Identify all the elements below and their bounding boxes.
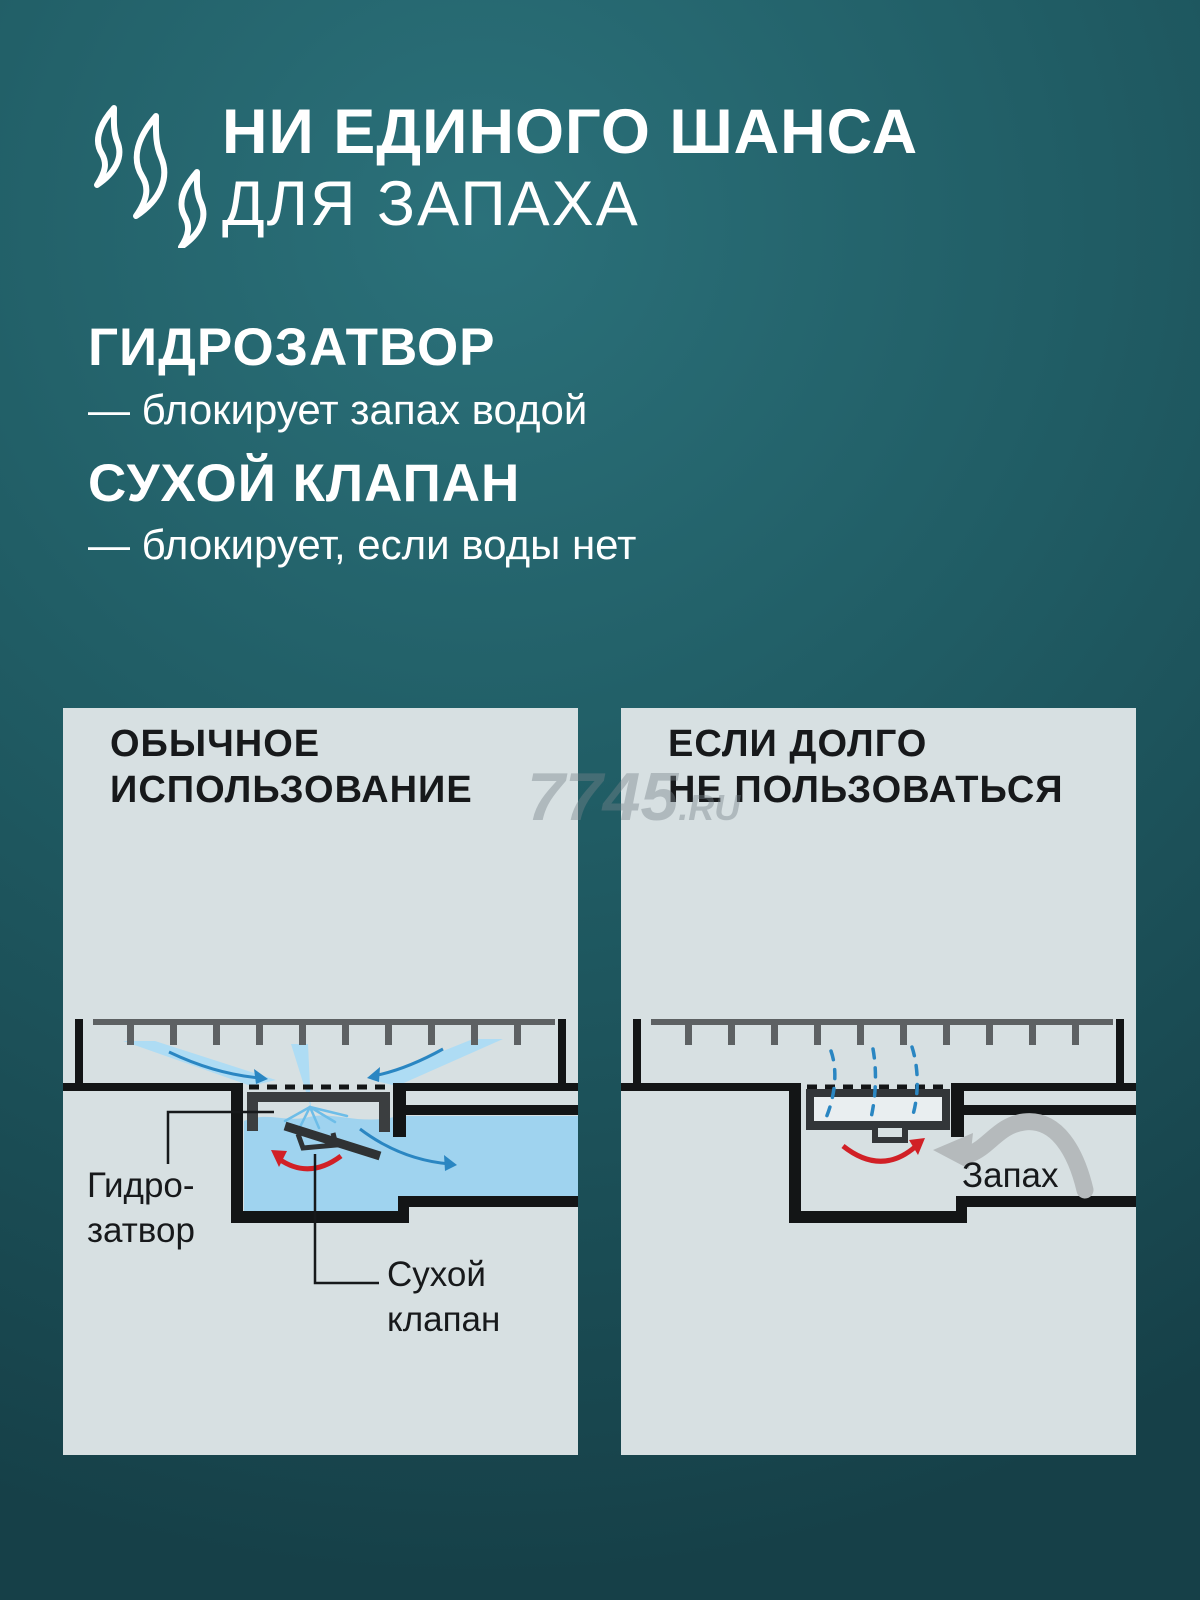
trap-bottom [231,1211,409,1223]
valve-tab-inner [878,1128,902,1137]
water-seal-label: затвор [87,1211,195,1250]
dry-valve-label: Сухой [387,1255,486,1294]
odor-arrow-head [933,1133,973,1169]
valve-swing-arrow [841,1144,917,1164]
outlet-channel-bottom [956,1196,1136,1207]
wall-left [75,1019,83,1089]
odor-arrow-body [961,1113,1094,1199]
wall-right [1116,1019,1124,1089]
valve-swing-arrowhead [909,1138,925,1155]
feature-water-seal-description: — блокирует запах водой [88,386,588,433]
dry-valve-leader-line [313,1154,379,1285]
floor-left [621,1083,799,1091]
trap-baffle [951,1083,964,1137]
trap-bottom [789,1211,967,1223]
flow-arrowheads [254,1067,457,1171]
steam-wave-right [178,169,207,250]
outlet-channel-step [956,1196,967,1223]
floor-right [951,1083,1136,1091]
floor-grate [93,1019,555,1045]
dry-valve-bracket [295,1132,340,1151]
wall-right [558,1019,566,1089]
wall-left [633,1019,641,1089]
watermark-suffix: .RU [678,787,741,828]
outlet-channel-top [406,1105,578,1115]
panel-title-line: ЕСЛИ ДОЛГО [668,723,928,765]
main-title-line-1: НИ ЕДИНОГО ШАНСА [222,97,919,167]
valve-box-inner [814,1097,942,1121]
trap-wall-left [789,1083,801,1221]
floor-grate [651,1019,1113,1045]
panel-long-idle-title: ЕСЛИ ДОЛГО НЕ ПОЛЬЗОВАТЬСЯ [668,721,1064,813]
water-stream-right [371,1039,503,1086]
panel-title-line: НЕ ПОЛЬЗОВАТЬСЯ [668,769,1064,811]
steam-wave-left [94,105,123,188]
grate-bar [651,1019,1113,1025]
grate-teeth [127,1025,521,1045]
water-seal-leader-line [166,1110,274,1164]
trap-wall-left [231,1083,243,1221]
outlet-channel-top [964,1105,1136,1115]
outlet-channel-step [398,1196,409,1223]
panel-title-line: ИСПОЛЬЗОВАНИЕ [110,769,473,811]
flow-arrow-left [168,1050,261,1080]
panel-normal-use-title: ОБЫЧНОЕ ИСПОЛЬЗОВАНИЕ [110,721,473,813]
floor-left [63,1083,241,1091]
steam-icon [80,96,220,250]
valve-swing-arrow [277,1153,343,1172]
diagram-long-idle: Запах [621,1019,1136,1223]
watermark: 7745.RU [527,758,740,836]
valve-swing-arrowhead [271,1150,287,1167]
grate-bar [93,1019,555,1025]
dry-valve-label: клапан [387,1300,500,1339]
panel-long-idle: ЕСЛИ ДОЛГО НЕ ПОЛЬЗОВАТЬСЯ [621,708,1136,1455]
diagram-normal-use: Гидро- затвор Сухой клапан [63,1019,578,1339]
feature-water-seal-title: ГИДРОЗАТВОР [88,318,496,377]
watermark-number: 7745 [527,759,679,835]
grate-teeth [685,1025,1079,1045]
feature-dry-valve-title: СУХОЙ КЛАПАН [88,454,521,513]
splash-streaks [283,1105,349,1130]
floor-right [393,1083,578,1091]
feature-dry-valve-description: — блокирует, если воды нет [88,521,637,568]
evaporation-dashes [824,1045,919,1120]
flow-arrow-water [359,1127,451,1166]
steam-wave-middle [133,113,168,219]
panel-normal-use: ОБЫЧНОЕ ИСПОЛЬЗОВАНИЕ [63,708,578,1455]
main-title-line-2: ДЛЯ ЗАПАХА [222,169,640,239]
outlet-channel-bottom [398,1196,578,1207]
drain-structure [63,1019,578,1223]
panel-title-line: ОБЫЧНОЕ [110,723,321,765]
drain-structure [621,1019,1136,1223]
trap-baffle [393,1083,406,1137]
water-seal-label: Гидро- [87,1166,195,1205]
odor-label: Запах [962,1156,1059,1195]
